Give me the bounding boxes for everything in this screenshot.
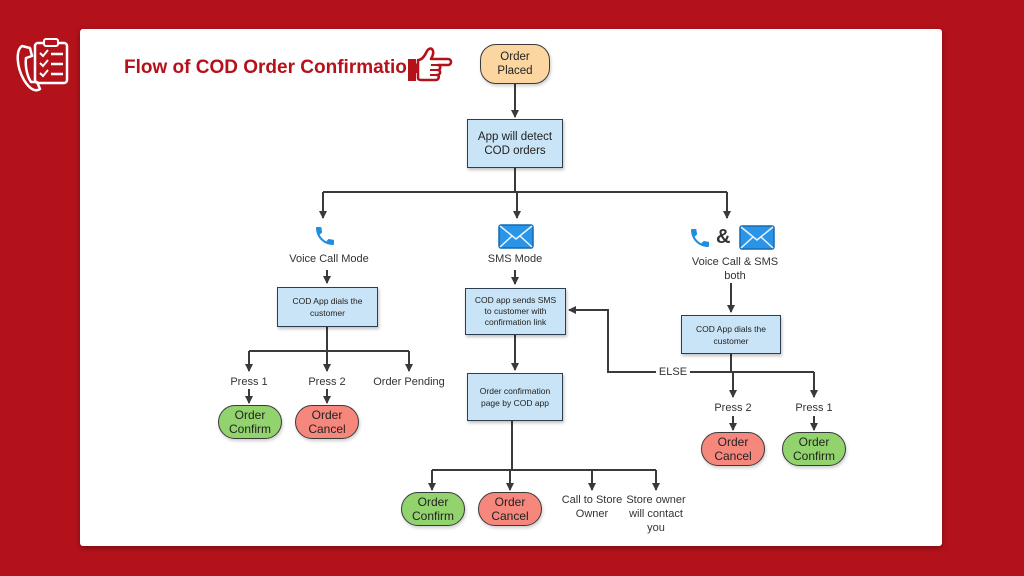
sms-mode-label: SMS Mode: [487, 253, 543, 265]
voice-call-mode-label: Voice Call Mode: [289, 253, 369, 265]
voice-order-pending-label: Order Pending: [373, 376, 445, 388]
both-dial-node: COD App dials the customer: [681, 315, 781, 354]
voice-dial-node: COD App dials the customer: [277, 287, 378, 327]
both-press2-label: Press 2: [714, 402, 752, 414]
voice-order-cancel-node: Order Cancel: [295, 405, 359, 439]
line-else-loop: [568, 306, 814, 373]
voice-order-confirm-node: Order Confirm: [218, 405, 282, 439]
else-label: ELSE: [656, 365, 690, 379]
envelope-icon: [498, 224, 534, 249]
sms-send-node: COD app sends SMS to customer with confi…: [465, 288, 566, 335]
both-order-cancel-node: Order Cancel: [701, 432, 765, 466]
order-placed-node: Order Placed: [480, 44, 550, 84]
voice-press2-label: Press 2: [308, 376, 346, 388]
store-owner-contact-label: Store owner will contact you: [626, 494, 686, 534]
sms-order-cancel-node: Order Cancel: [478, 492, 542, 526]
phone-icon: [691, 229, 709, 247]
diagram-title: Flow of COD Order Confirmation: [124, 57, 419, 78]
phone-clipboard-icon: [16, 38, 69, 92]
sms-order-confirm-node: Order Confirm: [401, 492, 465, 526]
envelope-icon: [739, 225, 775, 250]
voice-sms-both-label: Voice Call & SMS both: [691, 256, 779, 282]
pointing-hand-icon: [408, 47, 453, 82]
ampersand-label: &: [716, 226, 731, 248]
detect-cod-node: App will detect COD orders: [467, 119, 563, 168]
call-store-owner-label: Call to Store Owner: [561, 494, 623, 520]
voice-press1-label: Press 1: [230, 376, 268, 388]
phone-icon: [316, 227, 334, 245]
both-press1-label: Press 1: [795, 402, 833, 414]
confirmation-page-node: Order confirmation page by COD app: [467, 373, 563, 421]
both-order-confirm-node: Order Confirm: [782, 432, 846, 466]
